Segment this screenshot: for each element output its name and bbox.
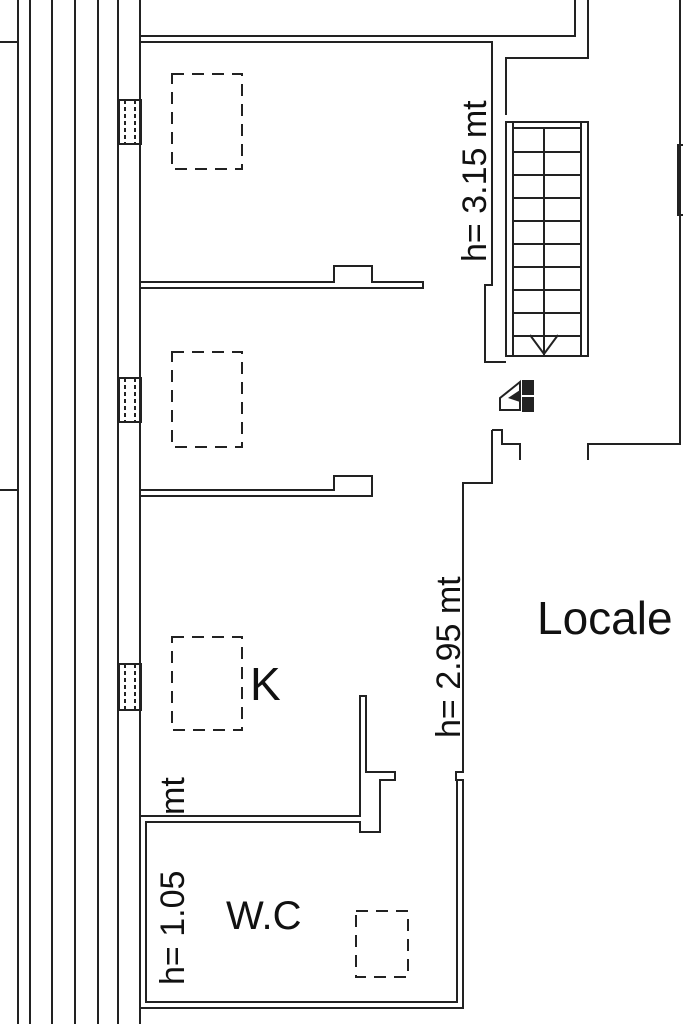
window-top bbox=[118, 99, 142, 145]
left-exterior-walls bbox=[0, 0, 141, 1024]
corridor-walls bbox=[139, 0, 683, 1009]
wc-walls bbox=[140, 695, 458, 1003]
room-dividers bbox=[140, 265, 424, 497]
staircase bbox=[505, 121, 589, 357]
room-label-wc: W.C bbox=[226, 894, 302, 938]
fixture-middle bbox=[171, 351, 243, 448]
top-room-walls bbox=[139, 0, 589, 363]
height-label-top: h= 3.15 mt bbox=[456, 100, 494, 262]
room-label-locale: Locale bbox=[537, 592, 673, 644]
height-label-middle: h= 2.95 mt bbox=[430, 576, 468, 738]
fixture-wc bbox=[355, 910, 409, 978]
meter-symbol bbox=[499, 379, 534, 412]
unit-label-wc: mt bbox=[154, 777, 192, 815]
height-label-wc: h= 1.05 bbox=[154, 871, 192, 985]
fixture-kitchen bbox=[171, 636, 243, 731]
window-kitchen bbox=[118, 663, 142, 711]
room-label-kitchen: K bbox=[250, 658, 281, 710]
fixture-top bbox=[171, 73, 243, 170]
window-middle bbox=[118, 377, 142, 423]
